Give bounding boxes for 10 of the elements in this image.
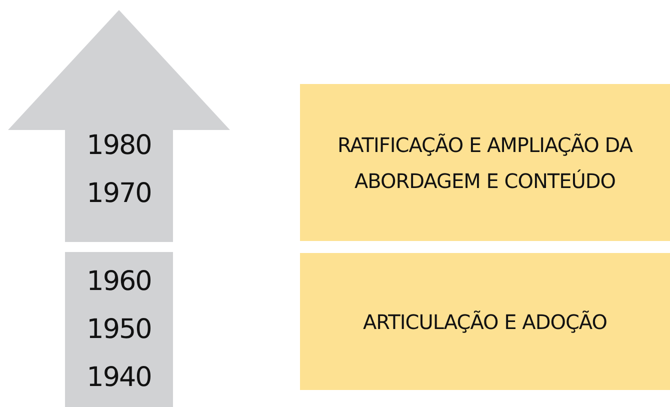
phase-box — [300, 253, 670, 390]
year-label: 1960 — [86, 265, 152, 299]
year-label: 1980 — [86, 129, 152, 163]
year-label: 1950 — [86, 313, 152, 347]
phase-box — [300, 84, 670, 241]
phase-label: RATIFICAÇÃO E AMPLIAÇÃO DA ABORDAGEM E CONTEÚDO — [336, 132, 634, 194]
year-label: 1940 — [86, 361, 152, 395]
year-label: 1970 — [86, 177, 152, 211]
timeline-block — [65, 252, 173, 407]
phase-label: ARTICULAÇÃO E ADOÇÃO — [362, 308, 608, 336]
